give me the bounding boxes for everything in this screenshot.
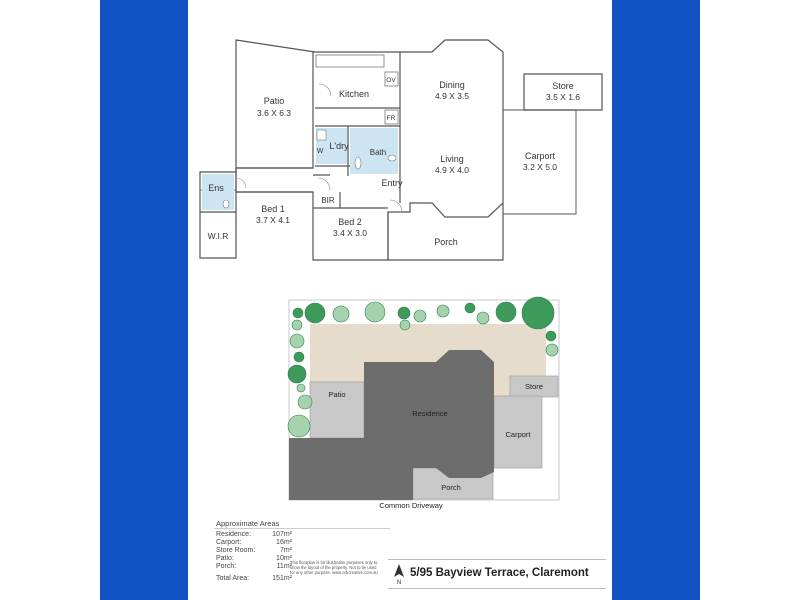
left-border-bar — [100, 0, 188, 600]
area-label: Porch: — [216, 563, 237, 570]
site-patio-label: Patio — [328, 390, 345, 399]
kitchen-name: Kitchen — [339, 89, 369, 99]
washer-label: W — [317, 148, 324, 155]
area-label: Carport: — [216, 539, 242, 546]
site-carport-label: Carport — [505, 430, 531, 439]
north-arrow-icon: N — [394, 564, 404, 585]
site-carport — [493, 395, 543, 469]
bed1-size: 3.7 X 4.1 — [256, 215, 290, 225]
area-value: 10m² — [276, 555, 292, 562]
total-area-row: Total Area: 151m² — [212, 575, 392, 583]
patio-name: Patio — [264, 96, 285, 106]
bed1-name: Bed 1 — [261, 204, 285, 214]
area-value: 11m² — [276, 563, 292, 570]
total-area-value: 151m² — [272, 575, 292, 582]
area-row: Residence: 107m² — [212, 531, 392, 539]
areas-title: Approximate Areas — [216, 519, 280, 528]
property-address: 5/95 Bayview Terrace, Claremont — [410, 567, 589, 579]
area-row: Porch: 11m² — [212, 563, 392, 571]
area-value: 16m² — [276, 539, 292, 546]
approximate-areas: Approximate Areas Residence: 107m² Carpor… — [212, 519, 392, 583]
laundry-name: L'dry — [329, 141, 349, 151]
site-residence-label: Residence — [412, 409, 447, 418]
area-value: 107m² — [272, 531, 292, 538]
bed2-size: 3.4 X 3.0 — [333, 228, 367, 238]
dining-name: Dining — [439, 80, 465, 90]
areas-divider — [214, 528, 390, 529]
site-boundary — [288, 299, 560, 501]
bed2-name: Bed 2 — [338, 217, 362, 227]
patio-size: 3.6 X 6.3 — [257, 108, 291, 118]
wir-name: W.I.R — [208, 231, 229, 241]
carport-size: 3.2 X 5.0 — [523, 162, 557, 172]
store-size: 3.5 X 1.6 — [546, 92, 580, 102]
fridge-label: FR — [387, 115, 396, 122]
bath-name: Bath — [370, 148, 386, 157]
porch-outline — [387, 203, 504, 261]
store-name: Store — [552, 81, 574, 91]
site-residence — [289, 350, 494, 500]
entry-name: Entry — [381, 178, 403, 188]
disclaimer-text: This floorplan is for illustration purpo… — [290, 560, 378, 575]
porch-name: Porch — [434, 237, 458, 247]
oven-label: OV — [386, 77, 396, 84]
ensuite-name: Ens — [208, 183, 224, 193]
total-area-label: Total Area: — [216, 575, 250, 582]
area-value: 7m² — [279, 547, 292, 554]
right-border-bar — [612, 0, 700, 600]
dining-size: 4.9 X 3.5 — [435, 91, 469, 101]
living-name: Living — [440, 154, 464, 164]
carport-name: Carport — [525, 151, 556, 161]
area-row: Store Room: 7m² — [212, 547, 392, 555]
store-outline — [523, 73, 603, 111]
north-label: N — [397, 580, 401, 585]
area-row: Carport: 16m² — [212, 539, 392, 547]
bed1-outline — [199, 168, 237, 259]
courtyard-area — [310, 324, 546, 396]
footer-rule-top — [388, 559, 606, 560]
living-size: 4.9 X 4.0 — [435, 165, 469, 175]
area-label: Residence: — [216, 531, 252, 538]
area-label: Store Room: — [216, 547, 256, 554]
area-label: Patio: — [216, 555, 234, 562]
site-porch-label: Porch — [441, 483, 461, 492]
site-store-label: Store — [525, 382, 543, 391]
bir-name: BIR — [321, 196, 335, 205]
site-patio — [309, 381, 365, 439]
area-row: Patio: 10m² — [212, 555, 392, 563]
footer-rule-bottom — [388, 588, 606, 589]
common-driveway-label: Common Driveway — [379, 501, 443, 510]
